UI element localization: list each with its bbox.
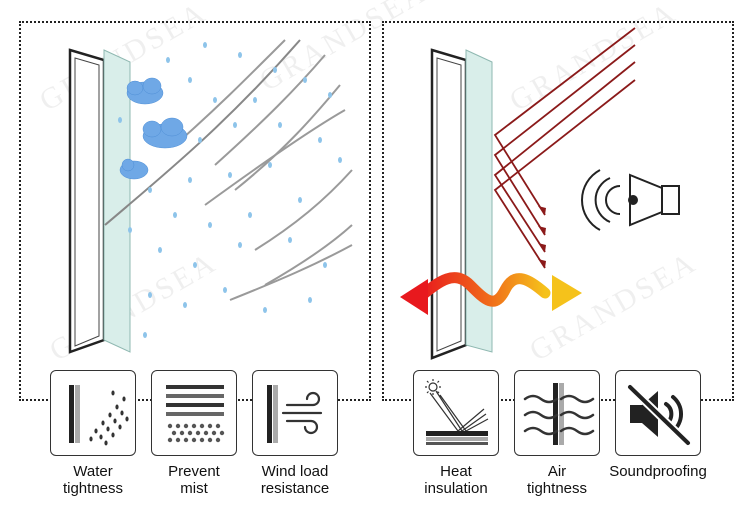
feature-caption-mist: Prevent mist <box>139 463 249 497</box>
caption-line: Soundproofing <box>609 463 707 480</box>
caption-line: Heat <box>440 463 472 480</box>
caption-line: insulation <box>424 480 488 497</box>
feature-tile-sound <box>615 370 701 456</box>
caption-line: Prevent <box>168 463 220 480</box>
caption-line: mist <box>180 480 208 497</box>
feature-tile-heat <box>413 370 499 456</box>
feature-tile-air <box>514 370 600 456</box>
cloud-icon <box>119 77 188 180</box>
feature-caption-sound: Soundproofing <box>603 463 713 480</box>
feature-caption-wind: Wind load resistance <box>240 463 350 497</box>
caption-line: Water <box>73 463 113 480</box>
heat-arrow-icon <box>400 272 582 315</box>
heat-insulation-icon <box>425 379 489 445</box>
caption-line: Wind load <box>261 463 329 480</box>
feature-caption-water: Water tightness <box>38 463 148 497</box>
water-tightness-icon <box>69 385 129 446</box>
feature-tile-water <box>50 370 136 456</box>
soundproofing-icon <box>626 383 692 447</box>
feature-caption-air: Air tightness <box>502 463 612 497</box>
caption-line: tightness <box>526 480 588 497</box>
speaker-icon <box>581 169 680 231</box>
caption-line: resistance <box>260 480 330 497</box>
caption-line: tightness <box>62 480 124 497</box>
feature-tile-wind <box>252 370 338 456</box>
window-frame-right <box>430 48 493 360</box>
feature-caption-heat: Heat insulation <box>401 463 511 497</box>
air-tightness-icon <box>523 383 595 445</box>
prevent-mist-icon <box>166 385 225 443</box>
caption-line: Air <box>547 463 567 480</box>
wind-load-icon <box>267 385 323 443</box>
ray-arrowheads <box>538 206 546 268</box>
raindrops <box>118 42 342 338</box>
window-frame-left <box>68 48 131 354</box>
sun-rays <box>493 27 636 269</box>
feature-tile-mist <box>151 370 237 456</box>
